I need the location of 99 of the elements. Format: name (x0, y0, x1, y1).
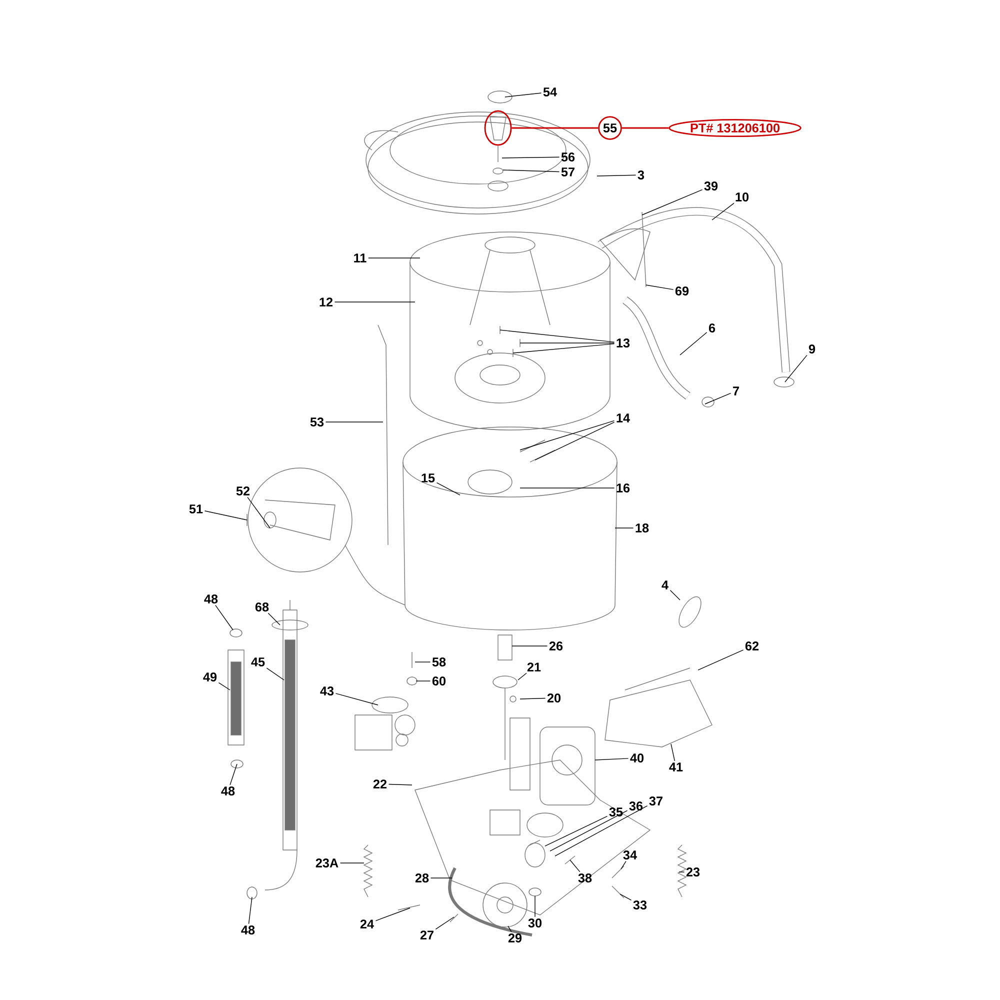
callout-number: 16 (616, 484, 630, 492)
callout-number: 48 (204, 594, 218, 604)
leader-line (620, 894, 632, 901)
callout-number: 26 (549, 642, 563, 650)
leader-line (335, 693, 378, 706)
callout-number: 13 (616, 338, 630, 348)
callout-number: 24 (360, 920, 374, 928)
callout-number: 60 (432, 676, 446, 686)
callout-number: 28 (415, 874, 429, 882)
leader-line (594, 758, 629, 760)
callout-number: 53 (310, 418, 324, 426)
leader-line (215, 604, 234, 630)
leader-line (340, 862, 364, 864)
leader-line (698, 650, 744, 670)
callout-number: 4 (662, 580, 668, 590)
leader-line (670, 590, 680, 600)
callout-number: 29 (508, 934, 522, 942)
callout-number: 35 (609, 808, 623, 816)
circled-callout-number: 55 (598, 116, 622, 140)
callout-number: 6 (708, 324, 716, 332)
part-number-label: PT# 131206100 (668, 118, 802, 138)
leader-line (436, 482, 460, 496)
callout-number: 23A (316, 858, 338, 868)
leader-line (247, 496, 270, 528)
callout-number: 69 (675, 286, 689, 296)
callout-number: 45 (251, 658, 265, 666)
callout-number: 15 (422, 474, 435, 482)
callout-number: 30 (528, 918, 542, 928)
highlight-circle (484, 110, 512, 146)
leader-line (508, 926, 512, 932)
leader-line (435, 916, 454, 930)
leader-line (230, 764, 238, 786)
leader-line (670, 744, 676, 762)
leader-line (512, 127, 598, 129)
callout-number: 12 (320, 298, 333, 306)
leader-line (622, 127, 669, 129)
callout-number: 14 (616, 414, 630, 422)
leader-line (704, 392, 732, 404)
callout-number: 57 (561, 168, 574, 176)
leader-line (520, 698, 546, 700)
leader-line (680, 332, 708, 356)
leader-line (544, 816, 608, 846)
callout-number: 11 (354, 254, 366, 262)
leader-line (784, 354, 808, 382)
callout-number: 37 (649, 796, 662, 806)
callout-number: 3 (638, 170, 644, 180)
callout-number: 56 (561, 152, 575, 162)
callout-number: 10 (736, 192, 749, 202)
callout-number: 36 (629, 802, 643, 810)
callout-number: 9 (808, 344, 816, 354)
callout-number: 40 (630, 754, 644, 762)
leader-line (248, 896, 252, 924)
callout-number: 21 (527, 662, 541, 672)
callout-number: 68 (255, 602, 269, 612)
callout-number: 33 (633, 900, 647, 910)
leader-line (500, 330, 615, 342)
leader-line (520, 342, 615, 344)
callout-number: 54 (543, 88, 557, 96)
callout-number: 22 (373, 780, 387, 788)
callout-number: 48 (221, 786, 235, 796)
callout-number: 52 (236, 486, 250, 496)
leader-line (534, 422, 615, 460)
leader-line (204, 510, 248, 520)
leader-line (646, 284, 674, 290)
leader-line (502, 156, 560, 158)
callout-number: 7 (733, 386, 739, 396)
callout-number: 23 (686, 868, 700, 876)
leader-line (596, 174, 636, 176)
leader-line (550, 810, 628, 852)
leader-line (218, 682, 230, 690)
leader-line (620, 860, 626, 870)
callout-number: 58 (432, 658, 446, 666)
callout-number: 51 (189, 504, 203, 514)
leader-line (642, 189, 703, 216)
leader-line (712, 202, 734, 220)
leader-line (268, 612, 280, 626)
callout-number: 27 (420, 930, 434, 940)
callout-number: 49 (203, 672, 217, 682)
leader-line (570, 860, 580, 872)
callout-number: 38 (578, 874, 592, 882)
leader-line (534, 896, 536, 918)
leader-line (512, 343, 615, 354)
callout-number: 34 (623, 850, 637, 860)
callout-number: 20 (547, 694, 561, 702)
leader-line (520, 420, 615, 450)
callout-number: 41 (669, 762, 683, 772)
leader-line (266, 668, 284, 680)
callout-number: 39 (704, 182, 718, 190)
leader-line (518, 672, 527, 680)
leader-line (504, 92, 542, 98)
callout-number: 48 (241, 926, 255, 934)
callout-number: 62 (745, 642, 759, 650)
leader-line (502, 170, 560, 172)
callout-number: 18 (636, 524, 649, 532)
callout-number: 43 (320, 686, 334, 696)
leader-line (375, 908, 410, 922)
leader-line (416, 680, 431, 682)
leader-line (388, 784, 412, 786)
leader-line (554, 805, 648, 856)
